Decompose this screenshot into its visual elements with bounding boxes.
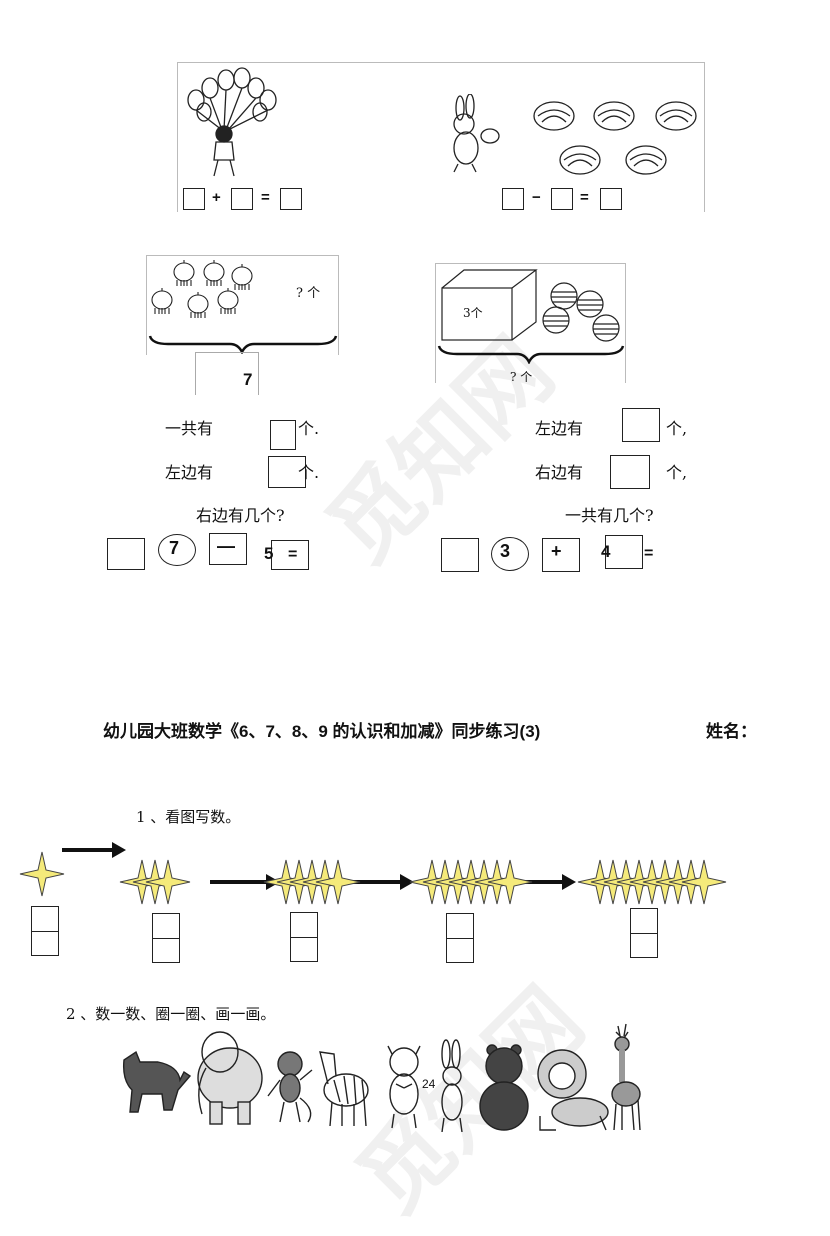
- ball-question: ? 个: [510, 370, 533, 384]
- star-sequence: [19, 842, 727, 905]
- deer-icon: [611, 1023, 641, 1131]
- number-box[interactable]: [630, 908, 658, 958]
- number-box[interactable]: [31, 906, 59, 956]
- operator-box[interactable]: [209, 533, 247, 565]
- rabbit-icon: [441, 1039, 463, 1132]
- plus-sign: +: [212, 189, 221, 206]
- star-icon: [487, 859, 533, 905]
- animal-row: [122, 1023, 641, 1132]
- star-icon: [145, 859, 191, 905]
- circle-number-value: 3: [500, 541, 511, 561]
- line-total-label: 一共有: [165, 419, 214, 438]
- lantern-panel-left-edge: [146, 255, 147, 355]
- ball-panel-border: [435, 263, 625, 264]
- answer-box[interactable]: [270, 420, 296, 450]
- ball-panel-right-edge: [625, 263, 626, 383]
- question-2-label: 2 、数一数、圈一圈、画一画。: [66, 1005, 276, 1023]
- unit-label: 个.: [298, 419, 320, 438]
- bear-icon: [479, 1044, 529, 1131]
- unit-label: 个,: [666, 419, 688, 438]
- name-label: 姓名：: [706, 722, 757, 741]
- cabbage-group-icon: [533, 101, 697, 175]
- ball-panel-left-edge: [435, 263, 436, 383]
- total-box: [195, 352, 259, 395]
- brace-icon: [148, 335, 338, 354]
- operator-value: —: [217, 536, 235, 556]
- number-box[interactable]: [290, 912, 318, 962]
- rabbit-illustration: [453, 94, 500, 173]
- wolf-icon: [122, 1050, 192, 1113]
- answer-box[interactable]: [441, 538, 479, 572]
- top-panel-right-edge: [704, 62, 705, 212]
- circle-number: [158, 534, 196, 566]
- lantern-question: ? 个: [296, 286, 321, 301]
- equals-sign: =: [261, 189, 270, 206]
- minus-sign: −: [532, 189, 541, 206]
- monkey-icon: [267, 1051, 313, 1123]
- box-icon: [441, 269, 538, 341]
- operator-value: +: [551, 541, 562, 561]
- question-text: 右边有几个?: [196, 506, 285, 525]
- star-icon: [681, 859, 727, 905]
- equation-number: 5: [264, 544, 274, 563]
- lantern-group-icon: [151, 260, 253, 318]
- lion-icon: [537, 1049, 609, 1131]
- number-box[interactable]: [152, 913, 180, 963]
- star-icon: [19, 851, 65, 897]
- answer-box[interactable]: [268, 456, 306, 488]
- star-icon: [315, 859, 361, 905]
- answer-box[interactable]: [600, 188, 622, 210]
- top-panel-left-edge: [177, 62, 178, 212]
- arrow-icon: [62, 842, 126, 858]
- equals-sign: =: [580, 189, 589, 206]
- circle-number: [491, 537, 529, 571]
- equals-sign: =: [288, 546, 298, 563]
- number-box[interactable]: [446, 913, 474, 963]
- question-text: 一共有几个?: [565, 506, 654, 525]
- answer-box[interactable]: [605, 535, 643, 569]
- total-number: 7: [243, 370, 253, 389]
- equation-number: 4: [601, 542, 611, 561]
- answer-box[interactable]: [280, 188, 302, 210]
- brace-icon: [437, 345, 625, 364]
- unit-label: 个.: [298, 463, 320, 482]
- balloon-child-illustration: [187, 67, 277, 177]
- page-number: 24: [422, 1077, 436, 1091]
- answer-box[interactable]: [610, 455, 650, 489]
- ball-group-icon: [542, 282, 620, 342]
- circle-number-value: 7: [169, 538, 180, 558]
- line-left-label: 左边有: [165, 463, 214, 482]
- equals-sign: =: [644, 545, 654, 562]
- operator-box[interactable]: [542, 538, 580, 572]
- line-left-label: 左边有: [535, 419, 584, 438]
- page-title: 幼儿园大班数学《6、7、8、9 的认识和加减》同步练习(3): [103, 722, 541, 741]
- answer-box[interactable]: [551, 188, 573, 210]
- answer-box[interactable]: [107, 538, 145, 570]
- answer-box[interactable]: [622, 408, 660, 442]
- lantern-panel-border: [146, 255, 338, 256]
- lantern-panel-right-edge: [338, 255, 339, 355]
- zebra-icon: [319, 1051, 369, 1127]
- answer-box[interactable]: [502, 188, 524, 210]
- top-panel-border: [177, 62, 704, 63]
- box-label: 3个: [463, 306, 483, 320]
- answer-box[interactable]: [183, 188, 205, 210]
- unit-label: 个,: [666, 463, 688, 482]
- answer-box[interactable]: [231, 188, 253, 210]
- tiger-icon: [387, 1045, 421, 1129]
- answer-box[interactable]: [271, 540, 309, 570]
- line-right-label: 右边有: [535, 463, 584, 482]
- question-1-label: 1 、看图写数。: [136, 808, 241, 826]
- elephant-icon: [197, 1031, 263, 1125]
